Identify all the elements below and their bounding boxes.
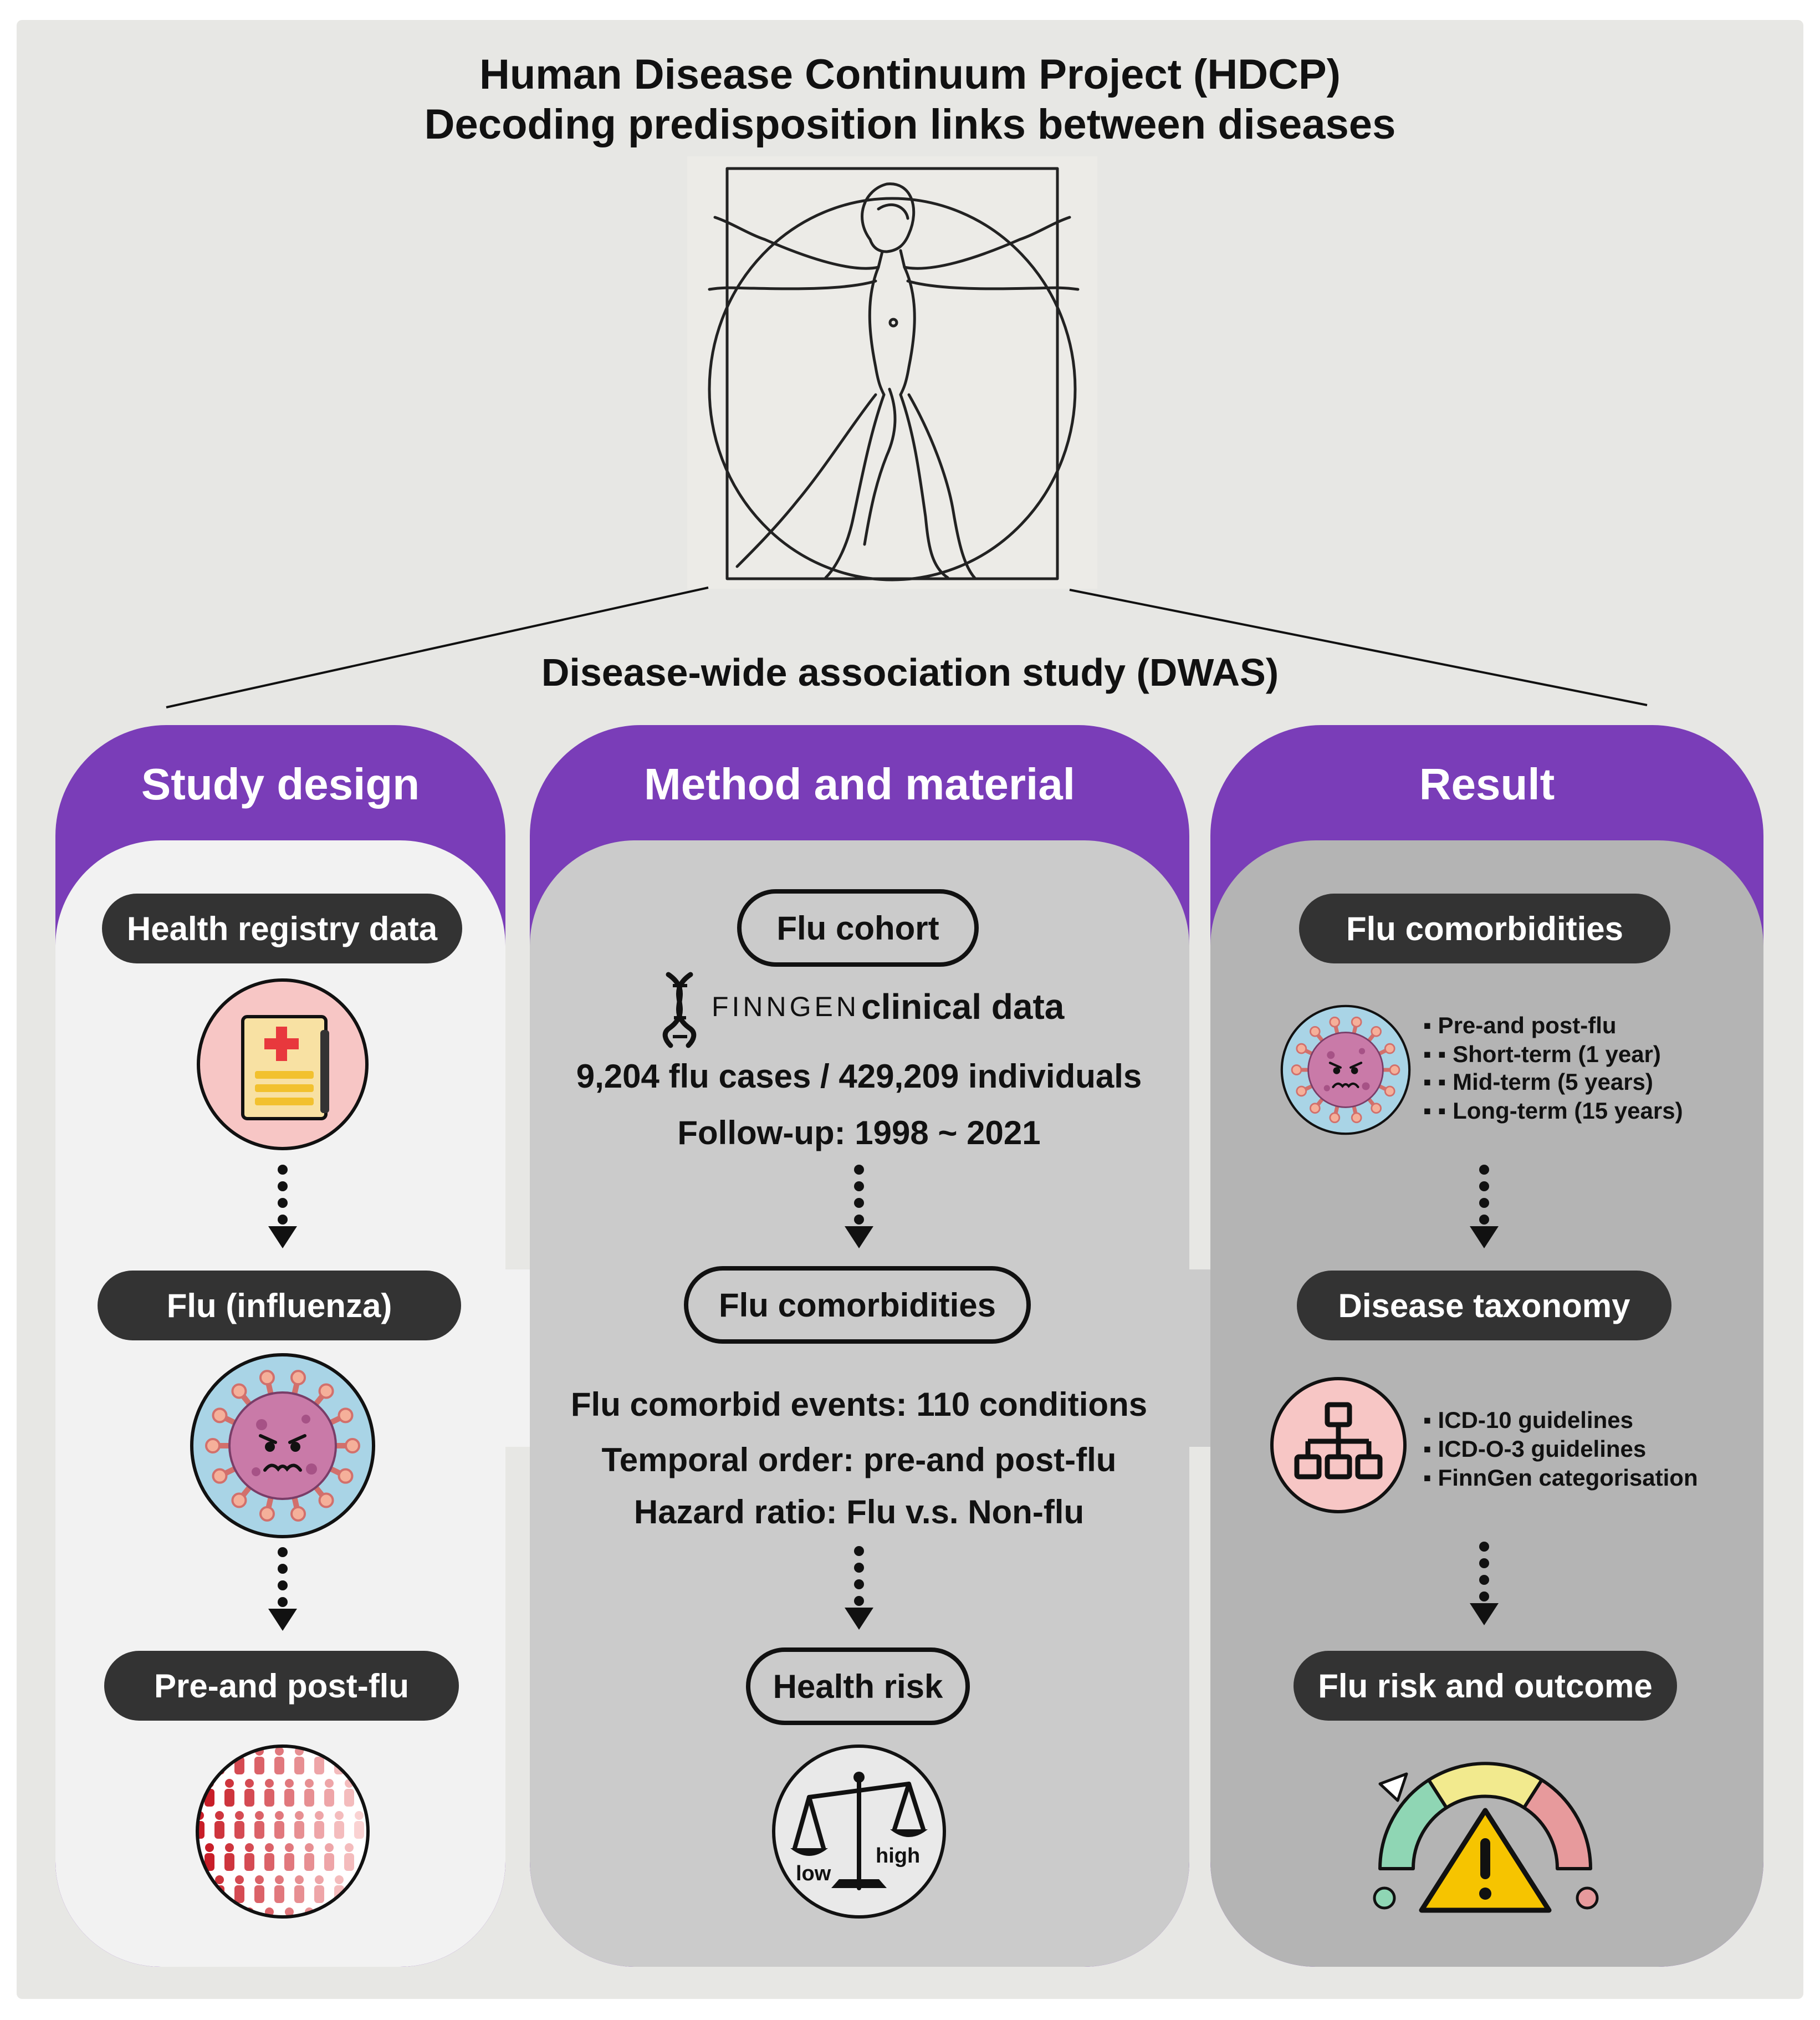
flu-risk-outcome-pill: Flu risk and outcome [1294, 1651, 1677, 1721]
disease-taxonomy-pill: Disease taxonomy [1297, 1271, 1671, 1340]
hierarchy-icon [1270, 1377, 1407, 1513]
temporal-order: Temporal order: pre-and post-flu [601, 1441, 1117, 1478]
people-icon [196, 1744, 370, 1919]
follow-up-period: Follow-up: 1998 ~ 2021 [677, 1114, 1041, 1151]
hazard-ratio: Hazard ratio: Flu v.s. Non-flu [633, 1493, 1085, 1531]
health-registry-pill: Health registry data [102, 894, 462, 963]
flu-influenza-pill: Flu (influenza) [98, 1271, 461, 1340]
virus-icon-small [1280, 1004, 1411, 1135]
flu-cases-count: 9,204 flu cases / 429,209 individuals [576, 1058, 1142, 1095]
virus-icon [190, 1353, 375, 1538]
result-title: Result [1419, 759, 1555, 809]
main-subtitle: Decoding predisposition links between di… [424, 101, 1396, 148]
taxonomy-item-2: ▪ ICD-O-3 guidelines [1423, 1436, 1647, 1462]
result-flu-comorbidities-pill: Flu comorbidities [1299, 894, 1670, 963]
comorbid-events: Flu comorbid events: 110 conditions [570, 1386, 1148, 1423]
flu-cohort-pill: Flu cohort [737, 889, 979, 967]
warning-icon [1419, 1808, 1552, 1913]
medical-clipboard-icon [197, 978, 369, 1150]
comorb-item-4: ▪ ▪ Long-term (15 years) [1423, 1098, 1683, 1124]
finngen-clinical-data: clinical data [861, 987, 1065, 1027]
comorb-item-2: ▪ ▪ Short-term (1 year) [1423, 1041, 1661, 1067]
comorb-item-1: ▪ Pre-and post-flu [1423, 1012, 1617, 1038]
dotted-arrow-6 [1470, 1542, 1499, 1625]
method-title: Method and material [644, 759, 1075, 809]
dotted-arrow-1 [268, 1165, 297, 1248]
finngen-logo: FINNGEN [712, 991, 860, 1022]
flu-comorbidities-outline-pill: Flu comorbidities [684, 1266, 1031, 1344]
health-risk-pill: Health risk [746, 1647, 970, 1725]
taxonomy-item-3: ▪ FinnGen categorisation [1423, 1465, 1698, 1491]
comorb-item-3: ▪ ▪ Mid-term (5 years) [1423, 1069, 1653, 1095]
gauge-icon [1373, 1762, 1599, 1913]
scale-low-label: low [796, 1862, 831, 1885]
dotted-arrow-4 [845, 1546, 873, 1630]
taxonomy-item-1: ▪ ICD-10 guidelines [1423, 1407, 1633, 1433]
main-title: Human Disease Continuum Project (HDCP) [479, 51, 1341, 98]
dna-icon [662, 972, 697, 1048]
balance-scale-icon [772, 1744, 946, 1919]
dotted-arrow-3 [845, 1165, 873, 1248]
dotted-arrow-2 [268, 1547, 297, 1631]
study-design-title: Study design [141, 759, 420, 809]
dwas-label: Disease-wide association study (DWAS) [541, 651, 1279, 694]
vitruvian-man-illustration [687, 156, 1097, 589]
scale-high-label: high [876, 1844, 921, 1868]
dotted-arrow-5 [1470, 1165, 1499, 1248]
pre-post-flu-pill: Pre-and post-flu [104, 1651, 459, 1721]
